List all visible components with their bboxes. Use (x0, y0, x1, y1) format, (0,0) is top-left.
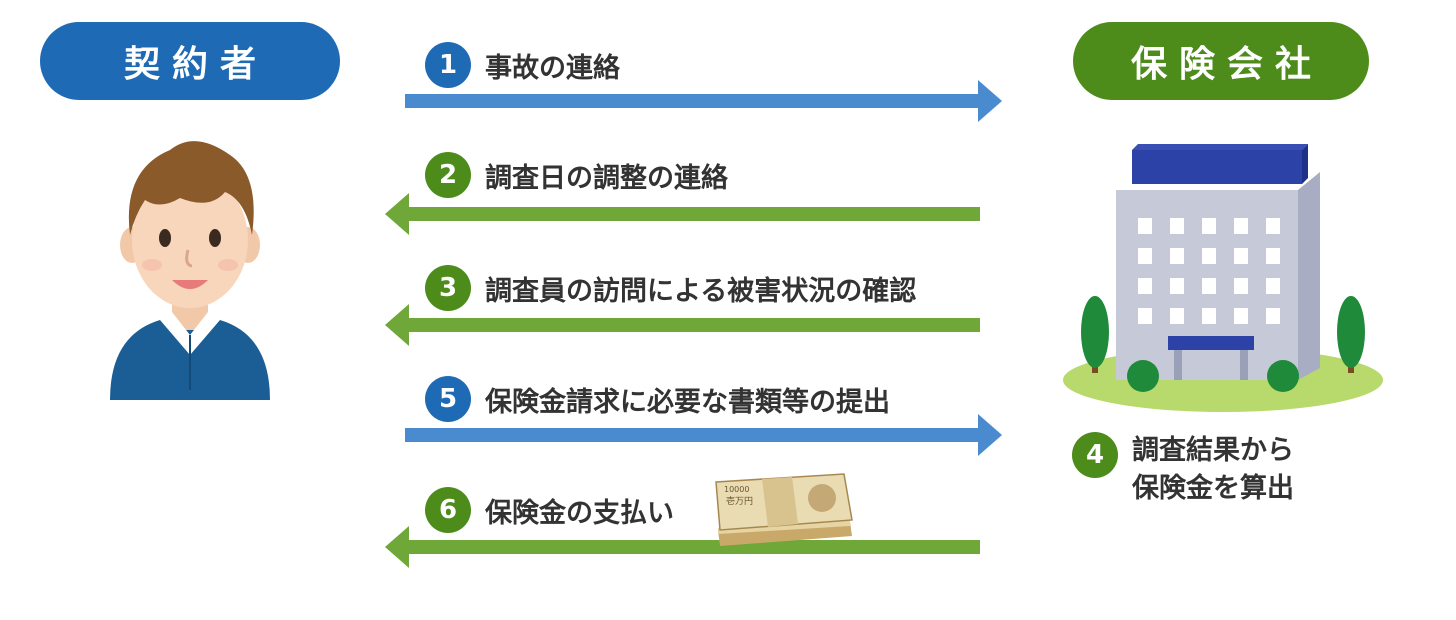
step-4-text: 調査結果から 保険金を算出 (1132, 432, 1294, 508)
step-2-number: 2 (425, 152, 471, 198)
contractor-label: 契約者 (40, 22, 340, 100)
step-1-text: 事故の連絡 (485, 52, 620, 84)
step-3-number: 3 (425, 265, 471, 311)
step-5-text: 保険金請求に必要な書類等の提出 (485, 386, 890, 418)
step-6-arrow-left (385, 526, 980, 568)
step-1: 1 事故の連絡 (425, 40, 620, 90)
step-4-text-line1: 調査結果から (1132, 435, 1294, 466)
step-5-arrow-right (405, 414, 1002, 456)
money-bundle-icon: 10000 壱万円 (715, 473, 853, 546)
insurer-label: 保険会社 (1073, 22, 1369, 100)
step-3-text: 調査員の訪問による被害状況の確認 (485, 275, 917, 307)
step-2-text: 調査日の調整の連絡 (485, 162, 728, 194)
insurer-step-4: 4 調査結果から 保険金を算出 (1072, 432, 1294, 508)
money-denomination: 壱万円 (726, 495, 753, 507)
step-2-arrow-left (385, 193, 980, 235)
step-4-text-line2: 保険金を算出 (1132, 473, 1294, 504)
contractor-person-icon (110, 141, 270, 400)
insurer-building-icon (1063, 144, 1383, 412)
step-4-number: 4 (1072, 432, 1118, 478)
step-5-number: 5 (425, 376, 471, 422)
step-3-arrow-left (385, 304, 980, 346)
step-6-text: 保険金の支払い (485, 497, 674, 529)
money-top-number: 10000 (724, 485, 749, 494)
step-3: 3 調査員の訪問による被害状況の確認 (425, 263, 916, 313)
step-6: 6 保険金の支払い (425, 485, 674, 535)
step-6-number: 6 (425, 487, 471, 533)
step-1-arrow-right (405, 80, 1002, 122)
step-2: 2 調査日の調整の連絡 (425, 150, 728, 200)
step-1-number: 1 (425, 42, 471, 88)
step-5: 5 保険金請求に必要な書類等の提出 (425, 374, 890, 424)
